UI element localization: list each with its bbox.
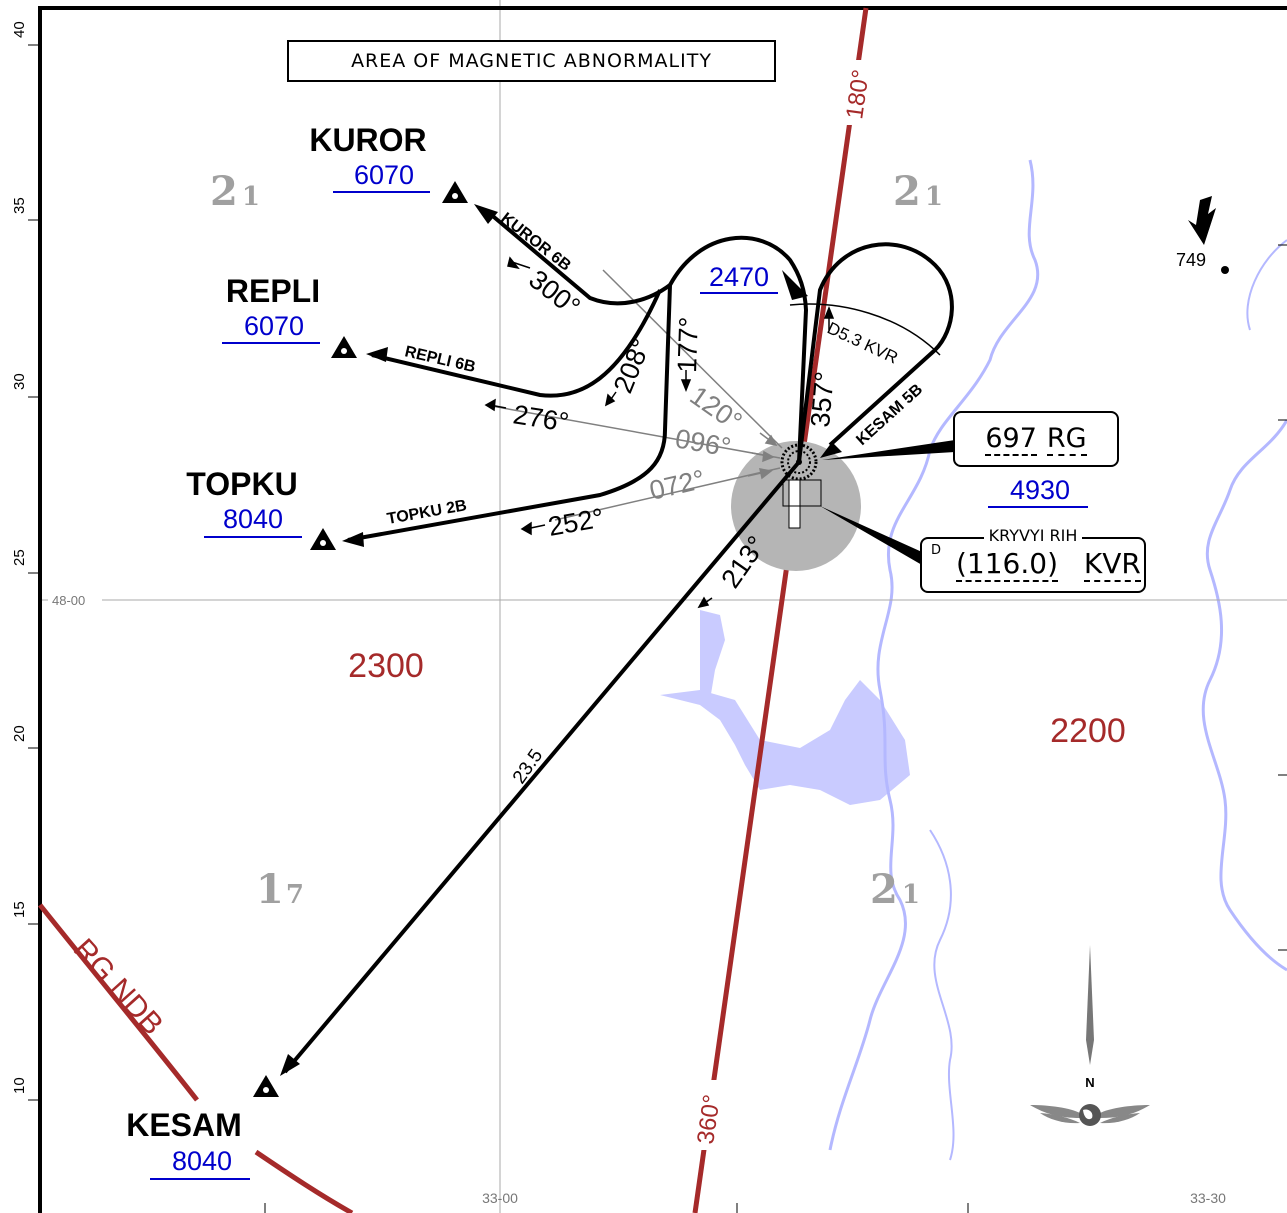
radial-label: 360° bbox=[692, 1093, 726, 1146]
lon-label: 33-00 bbox=[482, 1190, 518, 1206]
triangle-icon bbox=[253, 1075, 279, 1097]
waypoint-name: REPLI bbox=[226, 273, 320, 309]
triangle-icon bbox=[331, 336, 357, 358]
msa-big: 1 bbox=[256, 866, 284, 913]
ndb-altitude: 4930 bbox=[1010, 475, 1070, 505]
svg-text:17: 17 bbox=[256, 866, 304, 913]
chart-title: AREA OF MAGNETIC ABNORMALITY bbox=[351, 50, 712, 72]
lat-tick-label: 25 bbox=[11, 549, 28, 566]
vor-frequency: (116.0) bbox=[956, 547, 1059, 582]
ndb-arc-lower bbox=[254, 1149, 354, 1213]
course-label: 276° bbox=[511, 399, 571, 437]
waypoint-labels: KUROR 6070 REPLI 6070 TOPKU 8040 KESAM 8… bbox=[126, 122, 430, 1180]
runway bbox=[788, 479, 801, 529]
lat-tick-label: 15 bbox=[11, 901, 28, 918]
msa-small: 1 bbox=[925, 182, 943, 212]
waypoint-name: TOPKU bbox=[186, 466, 297, 502]
ndb-arc-label: RG NDB bbox=[67, 933, 170, 1042]
direction-arrows bbox=[484, 256, 835, 609]
lat-tick-label: 35 bbox=[11, 197, 28, 214]
svg-text:21: 21 bbox=[893, 168, 943, 215]
chart-frame bbox=[38, 6, 1287, 1213]
course-label: 357° bbox=[805, 370, 840, 428]
logo-icon bbox=[1030, 1104, 1150, 1126]
waypoint-triangles bbox=[253, 181, 468, 1097]
obstacle-arrow-icon bbox=[1188, 196, 1216, 245]
svg-text:21: 21 bbox=[210, 168, 260, 215]
north-arrow-icon bbox=[1086, 945, 1094, 1065]
vor-info-box: KRYVYI RIH D (116.0) KVR bbox=[920, 526, 1146, 593]
holding-altitude: 2470 bbox=[709, 262, 769, 292]
track-arrowheads bbox=[280, 204, 842, 1076]
ndb-frequency: 697 bbox=[985, 422, 1037, 456]
ndb-symbol-inner bbox=[787, 450, 811, 474]
obstacle-dot bbox=[1221, 266, 1229, 274]
lat-tick-label: 10 bbox=[11, 1077, 28, 1094]
water-bodies bbox=[660, 159, 1287, 1161]
triangle-icon bbox=[442, 181, 468, 203]
lon-label: 33-30 bbox=[1190, 1190, 1226, 1206]
ndb-info-box: 697 RG bbox=[953, 411, 1119, 467]
area-altitude: 2200 bbox=[1050, 712, 1126, 750]
msa-small: 1 bbox=[242, 182, 260, 212]
waypoint-altitude: 6070 bbox=[244, 311, 304, 341]
course-label: 208° bbox=[608, 334, 657, 397]
inbound-course-lines bbox=[485, 269, 783, 521]
ndb-arc bbox=[38, 903, 199, 1102]
lat-tick-label: 30 bbox=[11, 373, 28, 390]
vor-ident: KVR bbox=[1083, 547, 1141, 582]
course-label: 177° bbox=[672, 316, 704, 373]
radial-label: 180° bbox=[841, 68, 875, 121]
chart-title-box: AREA OF MAGNETIC ABNORMALITY bbox=[287, 40, 776, 82]
inbound-direction-arrows bbox=[747, 432, 778, 480]
dme-arc bbox=[789, 303, 941, 356]
ndb-leader bbox=[822, 440, 955, 460]
ndb-ident: RG bbox=[1046, 422, 1087, 456]
dme-arc-label: D5.3 KVR bbox=[824, 318, 901, 367]
waypoint-name: KESAM bbox=[126, 1107, 242, 1143]
vor-dme-prefix: D bbox=[931, 543, 942, 558]
vor-symbol bbox=[782, 479, 822, 507]
lat-tick-label: 20 bbox=[11, 725, 28, 742]
north-label: N bbox=[1085, 1075, 1094, 1090]
triangle-icon bbox=[310, 528, 336, 550]
obstacle-elevation: 749 bbox=[1176, 250, 1206, 270]
radial-labels: 180° 360° bbox=[688, 60, 875, 1150]
procedure-name: TOPKU 2B bbox=[386, 497, 468, 528]
waypoint-altitude: 8040 bbox=[223, 504, 283, 534]
course-label: 252° bbox=[546, 503, 606, 542]
course-label: 072° bbox=[647, 464, 708, 506]
vor-leader bbox=[820, 506, 922, 565]
msa-big: 2 bbox=[210, 168, 238, 215]
msa-small: 1 bbox=[902, 880, 920, 910]
lat-label: 48-00 bbox=[52, 593, 85, 608]
course-label: 300° bbox=[523, 264, 585, 322]
vor-name: KRYVYI RIH bbox=[983, 526, 1083, 545]
lat-ticks bbox=[28, 44, 1287, 1213]
graticule bbox=[40, 0, 1287, 1213]
lat-labels: 40 35 30 25 20 15 10 bbox=[11, 21, 28, 1094]
waypoint-altitude: 6070 bbox=[354, 160, 414, 190]
msa-small: 7 bbox=[286, 880, 304, 910]
area-altitude: 2300 bbox=[348, 647, 424, 685]
waypoint-name: KUROR bbox=[309, 122, 426, 158]
msa-big: 2 bbox=[893, 168, 921, 215]
lat-tick-label: 40 bbox=[11, 21, 28, 38]
svg-text:21: 21 bbox=[870, 866, 920, 913]
ndb-symbol bbox=[780, 443, 818, 481]
radial-line bbox=[692, 7, 869, 1213]
waypoint-altitude: 8040 bbox=[172, 1146, 232, 1176]
msa-big: 2 bbox=[870, 866, 898, 913]
